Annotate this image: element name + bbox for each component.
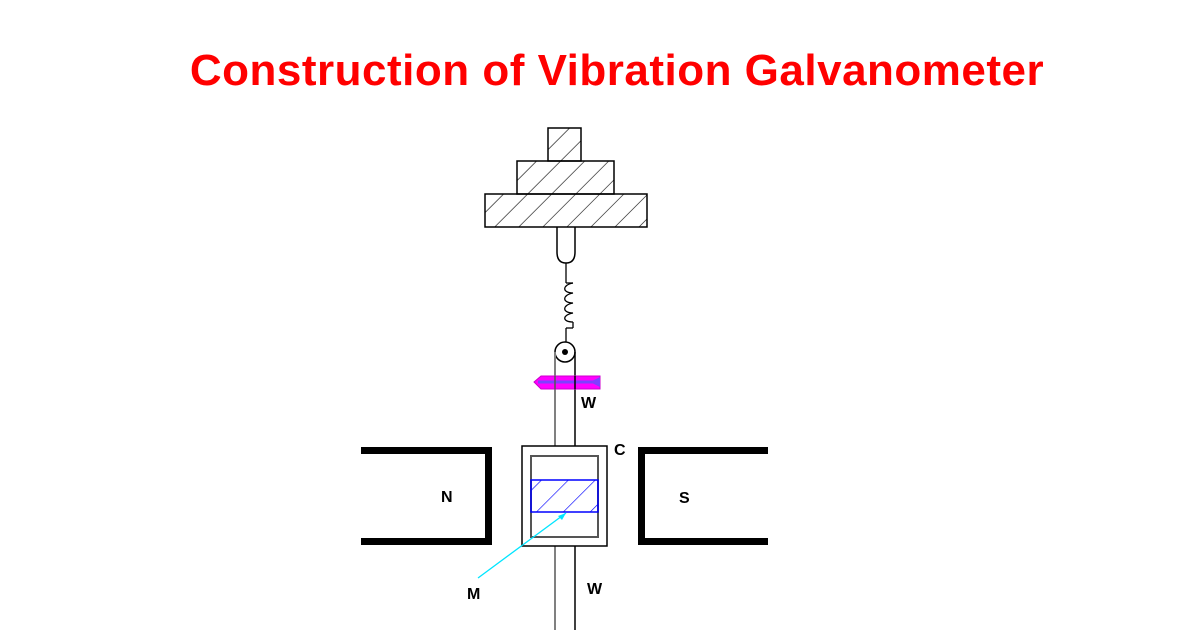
- support-middle-block: [516, 160, 615, 195]
- label-wire-upper: W: [581, 395, 597, 412]
- support-assembly: [484, 127, 648, 228]
- label-moving-magnet: M: [467, 586, 480, 603]
- label-north: N: [441, 489, 453, 506]
- support-base-block: [484, 193, 648, 228]
- pulley: [554, 341, 576, 363]
- south-magnet-pole: [638, 447, 768, 545]
- label-wire-lower: W: [587, 581, 603, 598]
- label-south: S: [679, 490, 690, 507]
- label-coil: C: [614, 442, 626, 459]
- moving-magnet: [530, 479, 599, 513]
- tension-spring: [564, 266, 574, 342]
- mirror: [533, 375, 601, 390]
- suspension-hook: [556, 227, 576, 264]
- pointer-line-m: [477, 512, 567, 579]
- north-magnet-pole: [361, 447, 492, 545]
- support-top-block: [547, 127, 582, 162]
- suspension-wires: [554, 352, 576, 630]
- diagram-title: Construction of Vibration Galvanometer: [189, 46, 1045, 95]
